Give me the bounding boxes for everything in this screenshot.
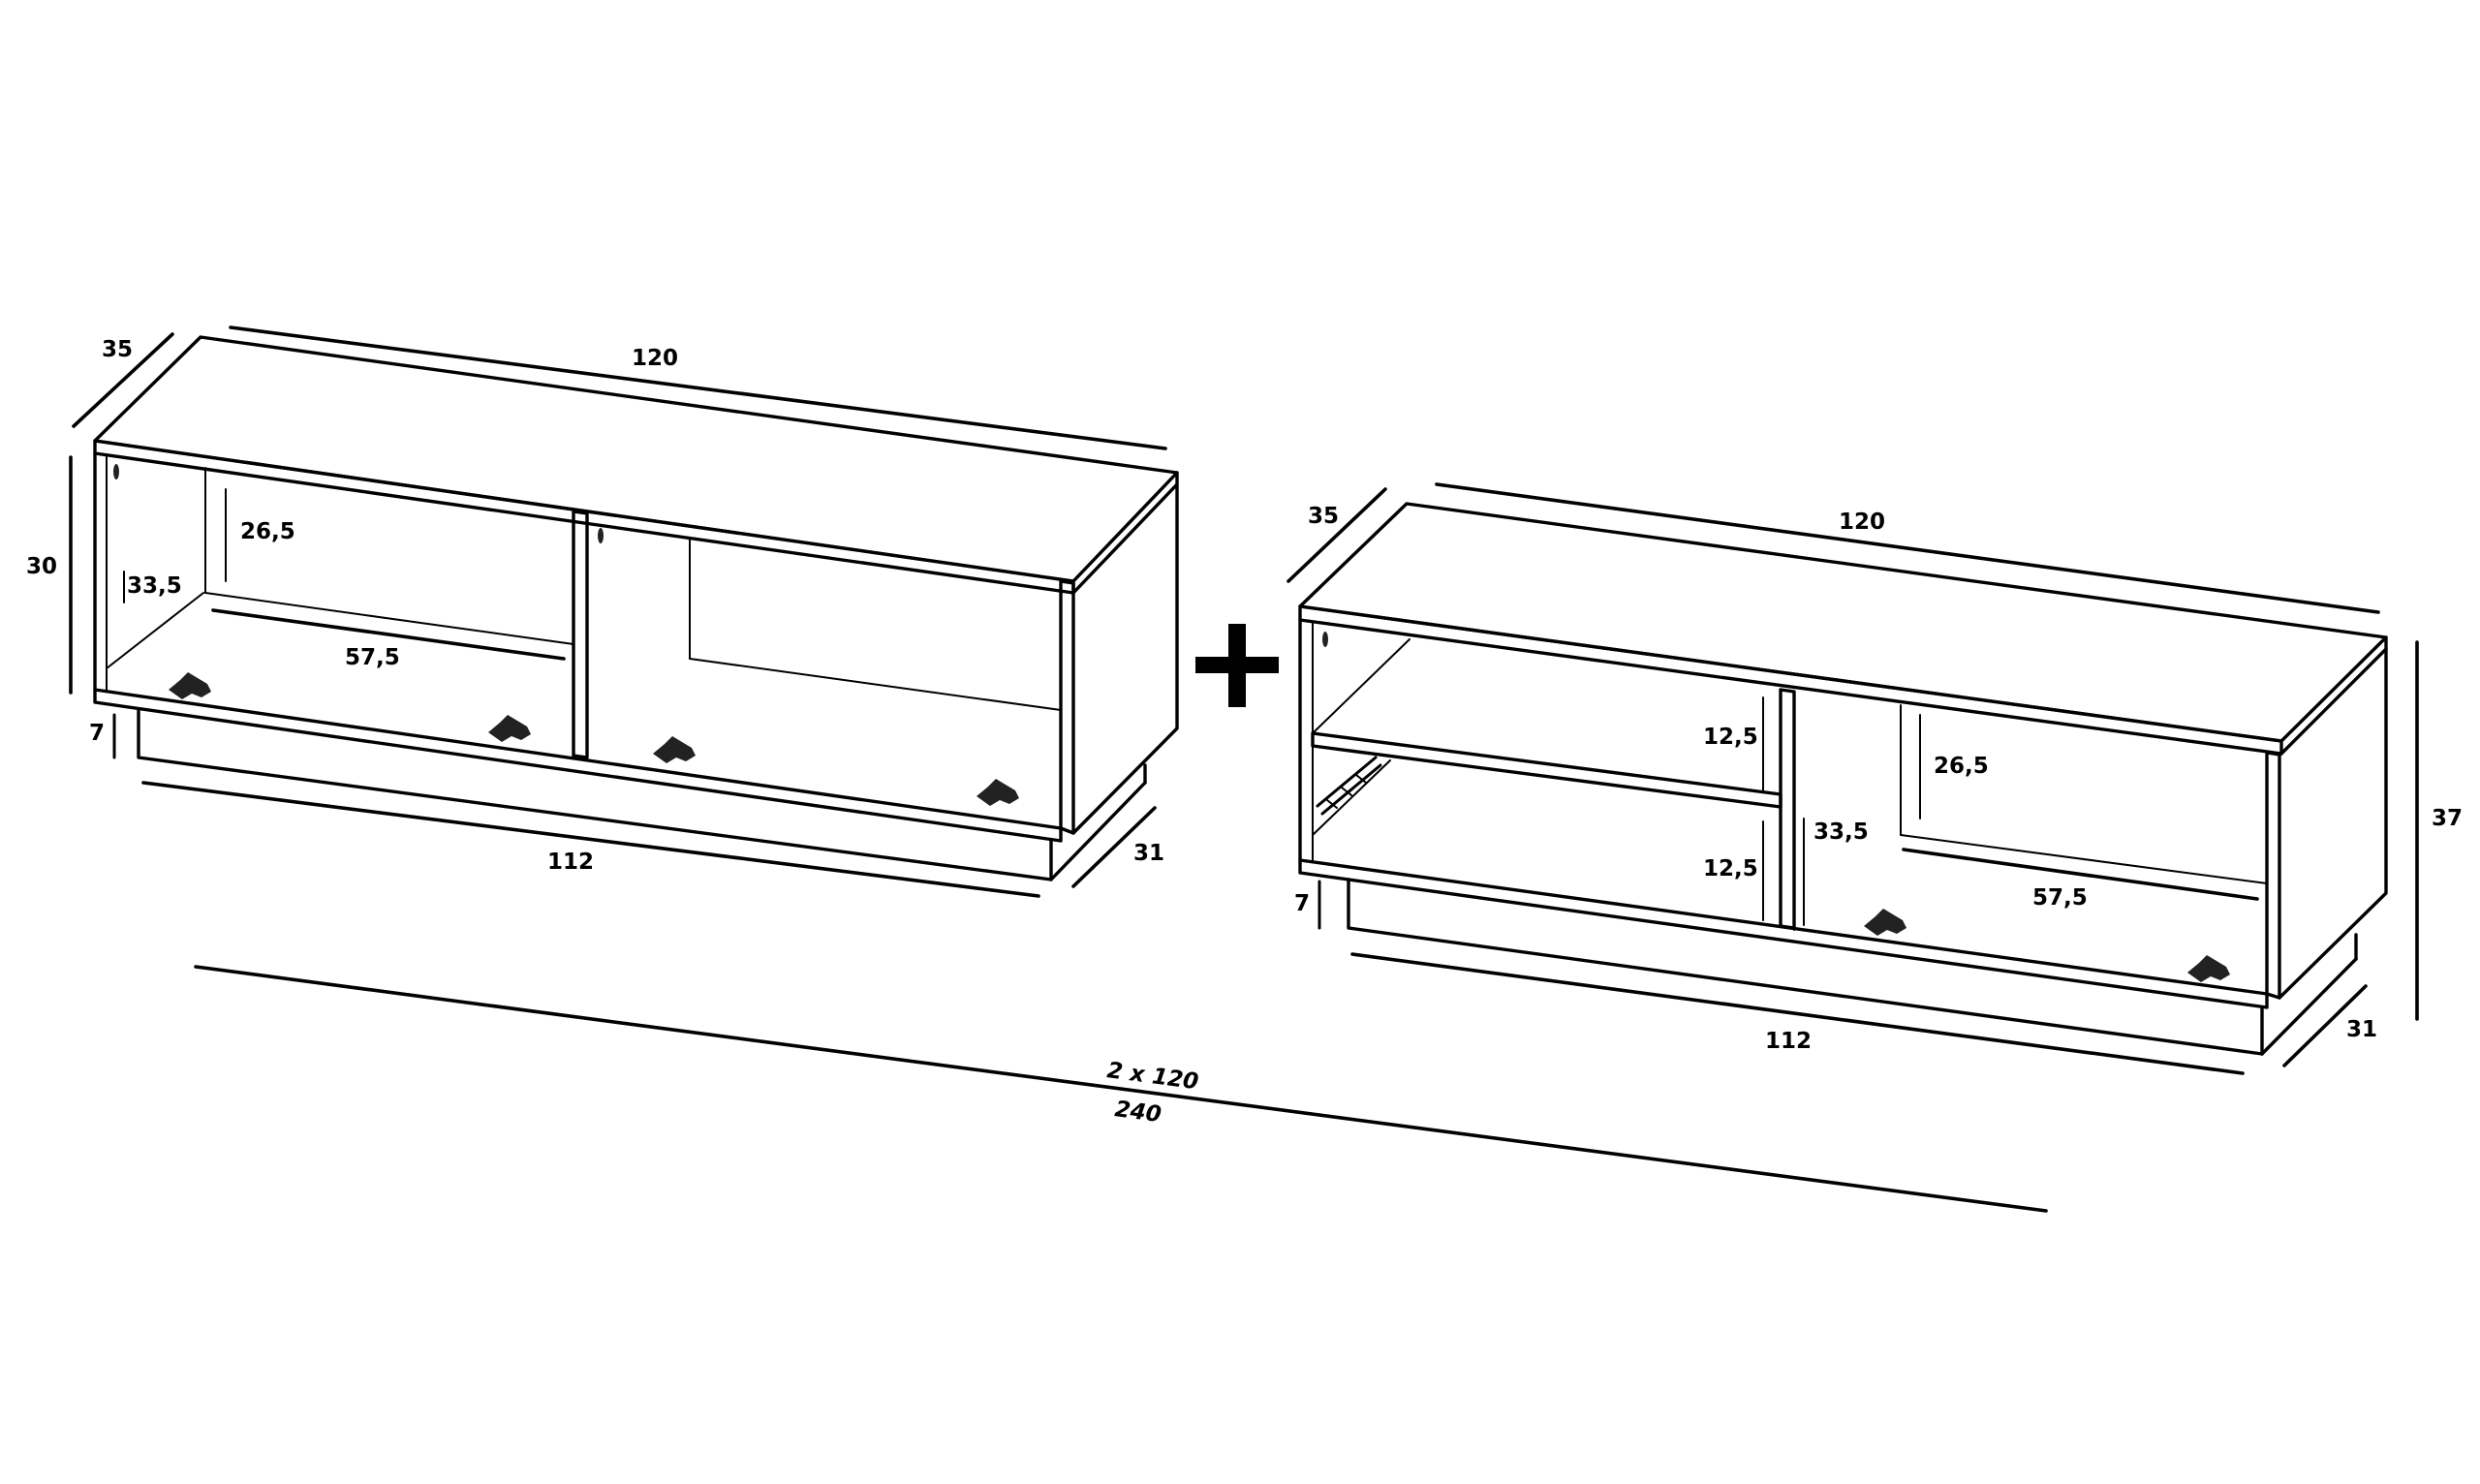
label-depth: 35 [102,337,133,362]
cabinet-left-plinth [137,707,1053,881]
cabinet-left-shelf-back-line [204,592,574,645]
cabinet-left-side-back [1071,482,1179,835]
cabinet-left-top-face [93,335,1179,583]
cabinet-right-upper-shelf-back [1312,638,1410,734]
dim-line-plinth-width [1350,952,2245,1075]
label-plinth-height: 7 [89,721,105,746]
cabinet-right [1298,502,2388,1056]
cabinet-left-right-side [1059,579,1075,835]
label-plinth-width: 112 [547,850,594,875]
label-shelf-lower: 12,5 [1703,856,1758,881]
drawer-runner-icon [1316,756,1382,816]
cabinet-left-divider [572,510,589,759]
cabinet-right-dimensions [1286,482,2419,1075]
dim-line-depth [72,332,174,428]
cabinet-left-left-back-edge [106,592,204,669]
cabinet-left-dimensions [69,325,1167,898]
label-depth: 35 [1308,504,1339,529]
cabinet-right-back-floor [1900,834,2268,884]
dim-line-depth [1286,487,1387,583]
label-compartment-width: 57,5 [2032,885,2088,911]
label-plinth-width: 112 [1765,1029,1812,1054]
cabinet-right-bottom-panel [1298,858,2269,1009]
cabinet-right-right-side [2265,751,2281,1000]
cabinet-left [93,335,1179,881]
handle-icon [653,736,696,763]
label-inner-height: 26,5 [1934,754,1989,779]
handle-icon [1864,909,1906,936]
cabinet-left-plinth-side [1049,781,1147,881]
overall-width: 2 x 120 240 [194,965,2048,1213]
label-compartment-width: 57,5 [345,645,400,670]
cabinet-left-right-back-floor [689,658,1062,711]
label-height: 30 [26,554,57,579]
handle-icon [2187,955,2230,982]
label-height: 37 [2432,806,2463,831]
label-inner-height: 26,5 [240,519,295,544]
handle-icon [488,715,531,742]
label-plinth-height: 7 [1294,891,1310,916]
cabinet-right-divider [1779,688,1796,930]
hinge-icon [113,464,119,479]
dim-line-width [229,325,1167,450]
dim-line-plinth-depth [2282,984,2368,1067]
dim-line-plinth-width [141,781,1040,898]
plus-icon [1195,624,1279,707]
cabinet-right-lower-back [1312,759,1391,836]
dim-line-width [1435,482,2380,614]
label-width: 120 [632,346,678,371]
dim-line-compartment-width [1902,848,2259,901]
label-width: 120 [1839,510,1885,535]
label-inner-depth: 33,5 [127,573,182,599]
hinge-icon [1322,632,1328,647]
label-plinth-depth: 31 [1133,841,1164,866]
cabinet-right-top-front-edge [1298,604,2283,756]
label-inner-depth: 33,5 [1814,819,1869,845]
dim-line-overall-width [194,965,2048,1213]
cabinet-right-labels: 35 120 37 12,5 12,5 26,5 33,5 57,5 7 112… [1294,504,2463,1054]
cabinet-right-side-back [2278,647,2388,1000]
cabinet-right-plinth [1347,878,2264,1056]
cabinet-left-labels: 35 120 30 26,5 33,5 57,5 7 112 31 [26,337,1164,875]
cabinet-left-bottom-panel [93,688,1063,843]
label-width-total: 240 [1113,1097,1162,1128]
dim-line-compartment-width [211,608,566,661]
dim-line-plinth-depth [1071,806,1157,888]
cabinet-left-top-front-edge [93,439,1075,595]
handle-icon [976,779,1019,806]
handle-icon [169,672,211,699]
cabinet-right-plinth-side [2260,957,2358,1056]
hinge-icon [598,528,604,543]
label-shelf-upper: 12,5 [1703,725,1758,750]
label-plinth-depth: 31 [2346,1017,2377,1042]
